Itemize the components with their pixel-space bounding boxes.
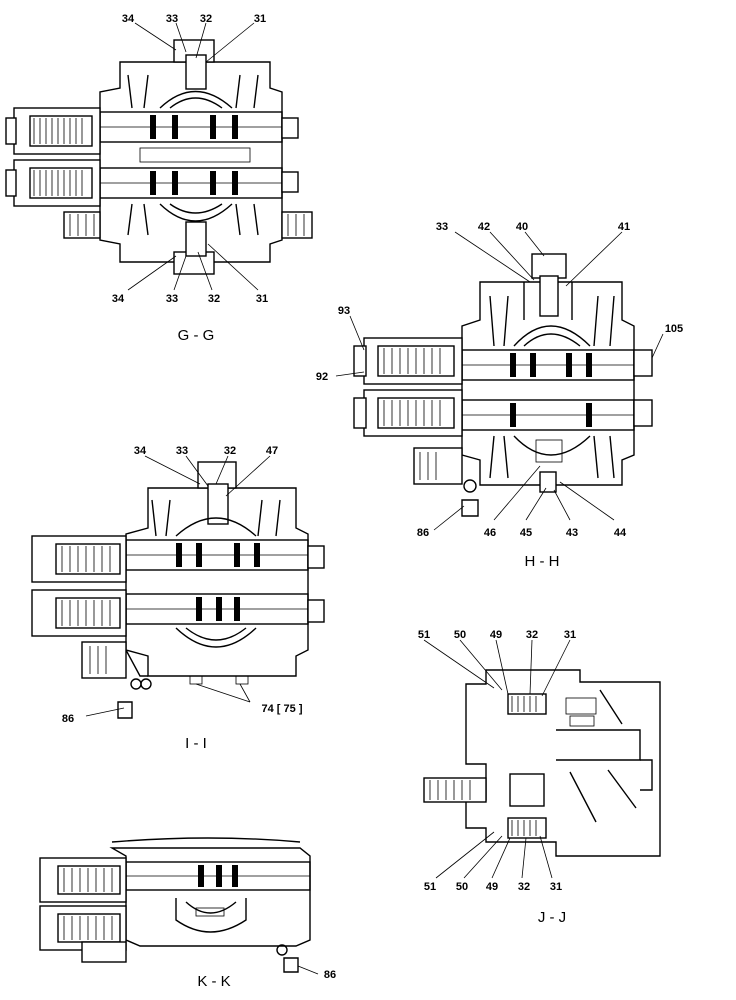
label-51: 51 [418,629,430,641]
label-42: 42 [478,221,490,233]
label-41: 41 [618,221,630,233]
label-43: 43 [566,527,578,539]
label-31: 31 [254,13,266,25]
label-50-bottom: 50 [456,881,468,893]
label-92: 92 [316,371,328,383]
view-title-hh: H - H [525,553,560,570]
label-45: 45 [520,527,532,539]
label-32-ii: 32 [224,445,236,457]
label-32: 32 [200,13,212,25]
label-46: 46 [484,527,496,539]
label-50: 50 [454,629,466,641]
label-86-kk: 86 [324,969,336,981]
label-33-hh: 33 [436,221,448,233]
label-31-jj-bottom: 31 [550,881,562,893]
label-47: 47 [266,445,278,457]
label-33-bottom: 33 [166,293,178,305]
label-40: 40 [516,221,528,233]
label-33: 33 [166,13,178,25]
label-86-ii: 86 [62,713,74,725]
view-ii: 34 33 32 47 86 74 [ 75 ] I - I [31,445,325,752]
label-105: 105 [665,323,683,335]
label-93: 93 [338,305,350,317]
label-31-bottom: 31 [256,293,268,305]
view-title-ii: I - I [185,735,207,752]
label-34-ii: 34 [134,445,147,457]
view-title-gg: G - G [178,327,215,344]
label-31-jj: 31 [564,629,576,641]
label-86-hh: 86 [417,527,429,539]
label-34: 34 [122,13,135,25]
label-49: 49 [490,629,502,641]
label-33-ii: 33 [176,445,188,457]
view-title-kk: K - K [197,973,230,990]
label-74-75: 74 [ 75 ] [262,703,303,715]
label-44: 44 [614,527,627,539]
label-32-bottom: 32 [208,293,220,305]
label-34-bottom: 34 [112,293,125,305]
view-gg: 34 33 32 31 34 33 32 31 G - G [5,13,313,344]
label-32-jj-bottom: 32 [518,881,530,893]
label-51-bottom: 51 [424,881,436,893]
label-32-jj: 32 [526,629,538,641]
label-49-bottom: 49 [486,881,498,893]
view-hh: 33 42 40 41 93 92 105 86 46 45 43 44 H -… [316,221,683,570]
view-jj: 51 50 49 32 31 51 50 49 32 31 J - J [418,629,661,926]
view-kk: 86 K - K [39,837,336,990]
view-title-jj: J - J [538,909,566,926]
